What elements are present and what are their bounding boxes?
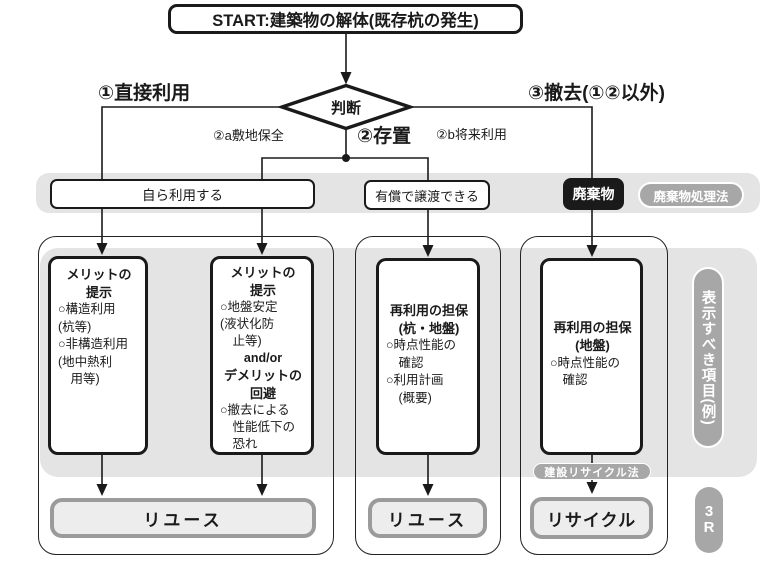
start-label: START:建築物の解体(既存杭の発生) — [212, 12, 479, 30]
start-node: START:建築物の解体(既存杭の発生) — [168, 4, 523, 34]
three-r-pill: 3 R — [695, 487, 723, 553]
secure-box-pile-ground-body: ○時点性能の 確認 ○利用計画 (概要) — [386, 338, 457, 405]
display-items-pill: 表示すべき項目(例) — [692, 267, 724, 448]
decision-node-label: 判断 — [330, 100, 361, 117]
merit-box-direct-use-body: ○構造利用 (杭等) ○非構造利用 (地中熱利 用等) — [58, 302, 129, 387]
secure-box-ground-body: ○時点性能の 確認 — [550, 355, 621, 388]
demerit-body: ○撤去による 性能低下の 恐れ — [220, 403, 296, 452]
self-use-node: 自ら利用する — [50, 179, 315, 209]
merit-box-leave-in-place: メリットの 提示 ○地盤安定 (液状化防 止等) and/or デメリットの 回… — [210, 256, 314, 455]
branch-label-removal: ③撤去(①②以外) — [528, 83, 665, 104]
outcome-reuse-1: リユース — [50, 498, 316, 538]
sublabel-site-preservation: ②a敷地保全 — [213, 128, 284, 143]
merit-box-direct-use-title: メリットの 提示 — [66, 267, 132, 300]
demerit-title: デメリットの 回避 — [223, 368, 302, 401]
waste-node: 廃棄物 — [563, 178, 624, 210]
branch-label-direct-use: ①直接利用 — [98, 83, 191, 104]
merit-box-direct-use: メリットの 提示 ○構造利用 (杭等) ○非構造利用 (地中熱利 用等) — [48, 256, 148, 455]
secure-box-ground-title: 再利用の担保 (地盤) — [553, 320, 632, 353]
secure-box-ground: 再利用の担保 (地盤) ○時点性能の 確認 — [540, 258, 643, 455]
group-direct-use — [38, 236, 334, 555]
merit-box-leave-title: メリットの 提示 — [230, 265, 296, 298]
paid-transfer-node: 有償で譲渡できる — [364, 180, 490, 210]
waste-law-pill: 廃棄物処理法 — [638, 182, 744, 208]
sublabel-future-use: ②b将来利用 — [436, 127, 507, 142]
secure-box-pile-ground-title: 再利用の担保 (杭・地盤) — [389, 302, 468, 336]
outcome-reuse-2: リユース — [368, 498, 487, 538]
group-waste — [520, 236, 668, 555]
outcome-recycle: リサイクル — [530, 497, 653, 539]
construction-recycle-law-pill: 建設リサイクル法 — [533, 463, 651, 480]
secure-box-pile-ground: 再利用の担保 (杭・地盤) ○時点性能の 確認 ○利用計画 (概要) — [376, 258, 480, 455]
merit-box-leave-body1: ○地盤安定 (液状化防 止等) — [220, 300, 278, 349]
andor-label: and/or — [243, 351, 283, 366]
branch-label-leave-in-place: ②存置 — [357, 126, 412, 147]
